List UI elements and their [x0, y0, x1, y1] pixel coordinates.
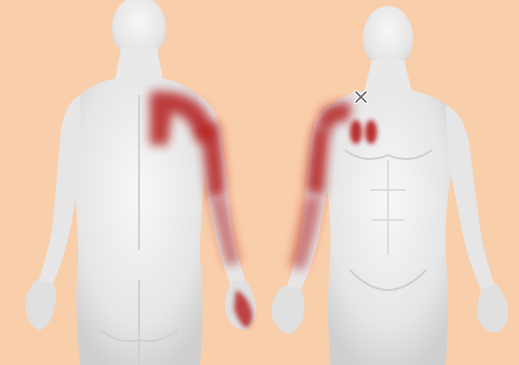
- front-left-hand: [272, 286, 305, 334]
- back-view-figure: [26, 0, 257, 365]
- back-left-hand: [26, 280, 56, 330]
- front-chest-pain-left: [350, 120, 362, 144]
- back-neck: [115, 48, 163, 80]
- front-right-arm: [446, 105, 496, 292]
- front-chest-pain-right: [365, 120, 377, 144]
- front-neck: [364, 60, 412, 92]
- front-view-figure: [272, 6, 509, 365]
- front-right-hand: [478, 284, 509, 332]
- back-left-arm: [38, 95, 82, 286]
